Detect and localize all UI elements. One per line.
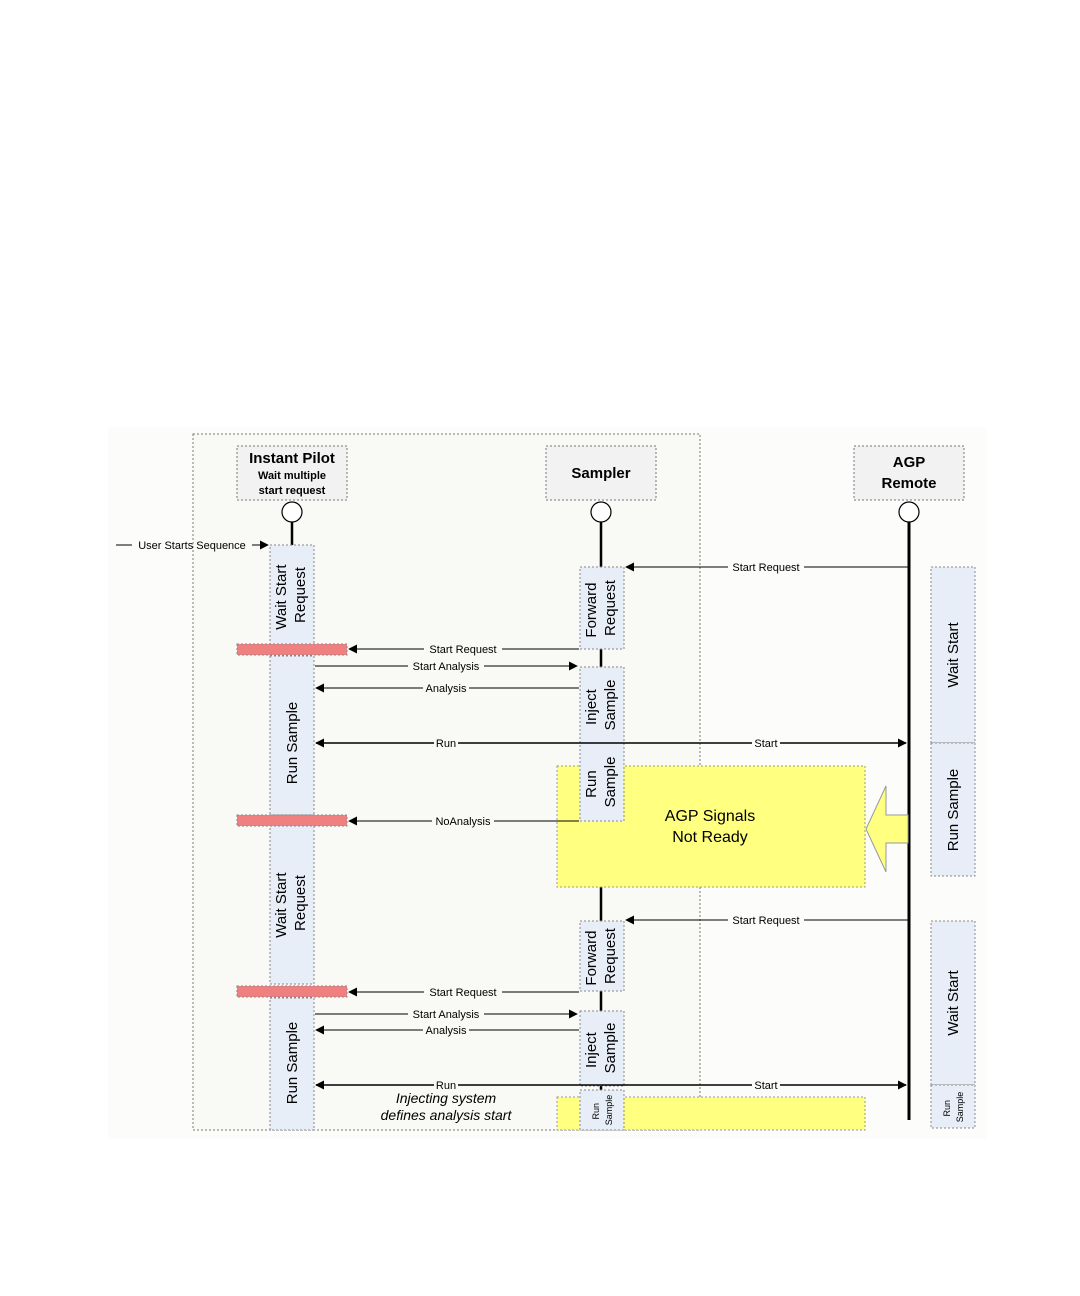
msg-start-analysis-2: Start Analysis <box>315 1009 578 1021</box>
block-arrow-left <box>865 785 909 873</box>
a-wait-start-2: Wait Start <box>930 920 976 1086</box>
agp-lifeline-head <box>898 501 920 523</box>
entry-arrow: User Starts Sequence <box>116 540 269 552</box>
svg-text:Wait Start Request: Wait Start Request <box>273 560 309 629</box>
msg-label-run: Run <box>436 738 456 750</box>
a-run-2-line-1: Run <box>942 1100 952 1117</box>
ip-wait-start-request-2: Wait Start Request <box>269 825 315 985</box>
msg-label: Start Request <box>732 915 799 927</box>
msg-label-start: Start <box>754 738 777 750</box>
ip-wait-2-line-1: Wait Start <box>273 872 290 938</box>
annotation-line-2: defines analysis start <box>381 1107 513 1123</box>
msg-label-run: Run <box>436 1080 456 1092</box>
sampler-lifeline-head <box>590 501 612 523</box>
ip-run-sample-1: Run Sample <box>269 655 315 816</box>
svg-text:Forward Request: Forward Request <box>583 578 619 637</box>
msg-label: Start Request <box>429 644 496 656</box>
ip-wait-1-line-2: Request <box>292 566 309 623</box>
svg-text:Run Sample: Run Sample <box>284 702 301 785</box>
ip-run-2-line-1: Run Sample <box>284 1022 301 1105</box>
msg-start-request-agp-to-sampler-2: Start Request <box>625 915 908 927</box>
instant-pilot-lifeline-head <box>281 501 303 523</box>
participant-sampler: Sampler <box>545 445 657 501</box>
svg-text:Inject Sample: Inject Sample <box>583 680 619 731</box>
ready-bar-1 <box>236 643 348 656</box>
msg-run-start-2: Run Start <box>315 1080 907 1092</box>
a-run-sample-2: Run Sample <box>930 1084 976 1129</box>
msg-label: NoAnalysis <box>435 816 491 828</box>
ready-bar-3 <box>236 985 348 998</box>
instant-pilot-title: Instant Pilot <box>249 450 335 467</box>
s-inject-1-line-1: Inject <box>583 688 600 725</box>
instant-pilot-subtitle-2: start request <box>259 485 326 497</box>
s-run-sample-2: Run Sample <box>579 1089 625 1131</box>
svg-text:Wait Start Request: Wait Start Request <box>273 868 309 937</box>
msg-label: Analysis <box>426 683 467 695</box>
a-wait-2-line-1: Wait Start <box>945 970 962 1036</box>
s-inject-sample-1: Inject Sample <box>579 666 625 744</box>
s-forward-request-2: Forward Request <box>579 920 625 992</box>
s-run-sample-1: Run Sample <box>579 742 625 822</box>
msg-label-start: Start <box>754 1080 777 1092</box>
msg-label: Start Request <box>429 987 496 999</box>
a-run-2-line-2: Sample <box>955 1092 965 1123</box>
note-line-2: Not Ready <box>672 829 748 846</box>
msg-start-analysis-1: Start Analysis <box>315 661 578 673</box>
a-run-1-line-1: Run Sample <box>945 769 962 852</box>
sampler-title: Sampler <box>571 465 630 482</box>
a-wait-1-line-1: Wait Start <box>945 622 962 688</box>
msg-start-request-agp-to-sampler-1: Start Request <box>625 562 908 574</box>
participant-instant-pilot: Instant Pilot Wait multiple start reques… <box>236 445 348 501</box>
msg-run-start-1: Run Start <box>315 738 907 750</box>
s-run-1-line-2: Sample <box>602 757 619 808</box>
s-forward-1-line-2: Request <box>602 579 619 636</box>
a-wait-start-1: Wait Start <box>930 566 976 744</box>
svg-text:Forward Request: Forward Request <box>583 926 619 985</box>
s-forward-2-line-1: Forward <box>583 931 600 986</box>
msg-no-analysis: NoAnalysis <box>348 816 579 828</box>
svg-text:Inject Sample: Inject Sample <box>583 1023 619 1074</box>
msg-analysis-2: Analysis <box>315 1025 579 1037</box>
ip-wait-start-request-1: Wait Start Request <box>269 544 315 646</box>
entry-label: User Starts Sequence <box>138 540 246 552</box>
s-run-2-line-1: Run <box>591 1103 601 1120</box>
msg-label: Start Request <box>732 562 799 574</box>
ip-run-sample-2: Run Sample <box>269 997 315 1131</box>
msg-label: Start Analysis <box>413 661 480 673</box>
msg-start-request-sampler-to-ip-2: Start Request <box>348 987 579 999</box>
svg-text:Run Sample: Run Sample <box>284 1022 301 1105</box>
msg-analysis-1: Analysis <box>315 683 579 695</box>
s-inject-sample-2: Inject Sample <box>579 1010 625 1087</box>
agp-title-2: Remote <box>881 475 936 492</box>
instant-pilot-subtitle-1: Wait multiple <box>258 470 326 482</box>
svg-text:Run Sample: Run Sample <box>591 1095 614 1126</box>
ip-run-1-line-1: Run Sample <box>284 702 301 785</box>
msg-label: Start Analysis <box>413 1009 480 1021</box>
participant-agp-remote: AGP Remote <box>853 445 965 501</box>
annotation-line-1: Injecting system <box>396 1090 497 1106</box>
msg-label: Analysis <box>426 1025 467 1037</box>
agp-title-1: AGP <box>893 454 926 471</box>
svg-text:Run Sample: Run Sample <box>942 1092 965 1123</box>
s-run-1-line-1: Run <box>583 770 600 798</box>
s-inject-2-line-1: Inject <box>583 1031 600 1068</box>
ip-wait-2-line-2: Request <box>292 874 309 931</box>
s-forward-2-line-2: Request <box>602 927 619 984</box>
ip-wait-1-line-1: Wait Start <box>273 564 290 630</box>
msg-start-request-sampler-to-ip-1: Start Request <box>348 644 579 656</box>
s-inject-2-line-2: Sample <box>602 1023 619 1074</box>
note-line-1: AGP Signals <box>665 808 755 825</box>
svg-text:Wait Start: Wait Start <box>945 622 962 688</box>
a-run-sample-1: Run Sample <box>930 742 976 877</box>
s-run-2-line-2: Sample <box>604 1095 614 1126</box>
s-forward-request-1: Forward Request <box>579 566 625 650</box>
svg-text:Run Sample: Run Sample <box>945 769 962 852</box>
svg-text:Wait Start: Wait Start <box>945 970 962 1036</box>
ready-bar-2 <box>236 814 348 827</box>
s-forward-1-line-1: Forward <box>583 583 600 638</box>
svg-text:Run Sample: Run Sample <box>583 757 619 808</box>
s-inject-1-line-2: Sample <box>602 680 619 731</box>
